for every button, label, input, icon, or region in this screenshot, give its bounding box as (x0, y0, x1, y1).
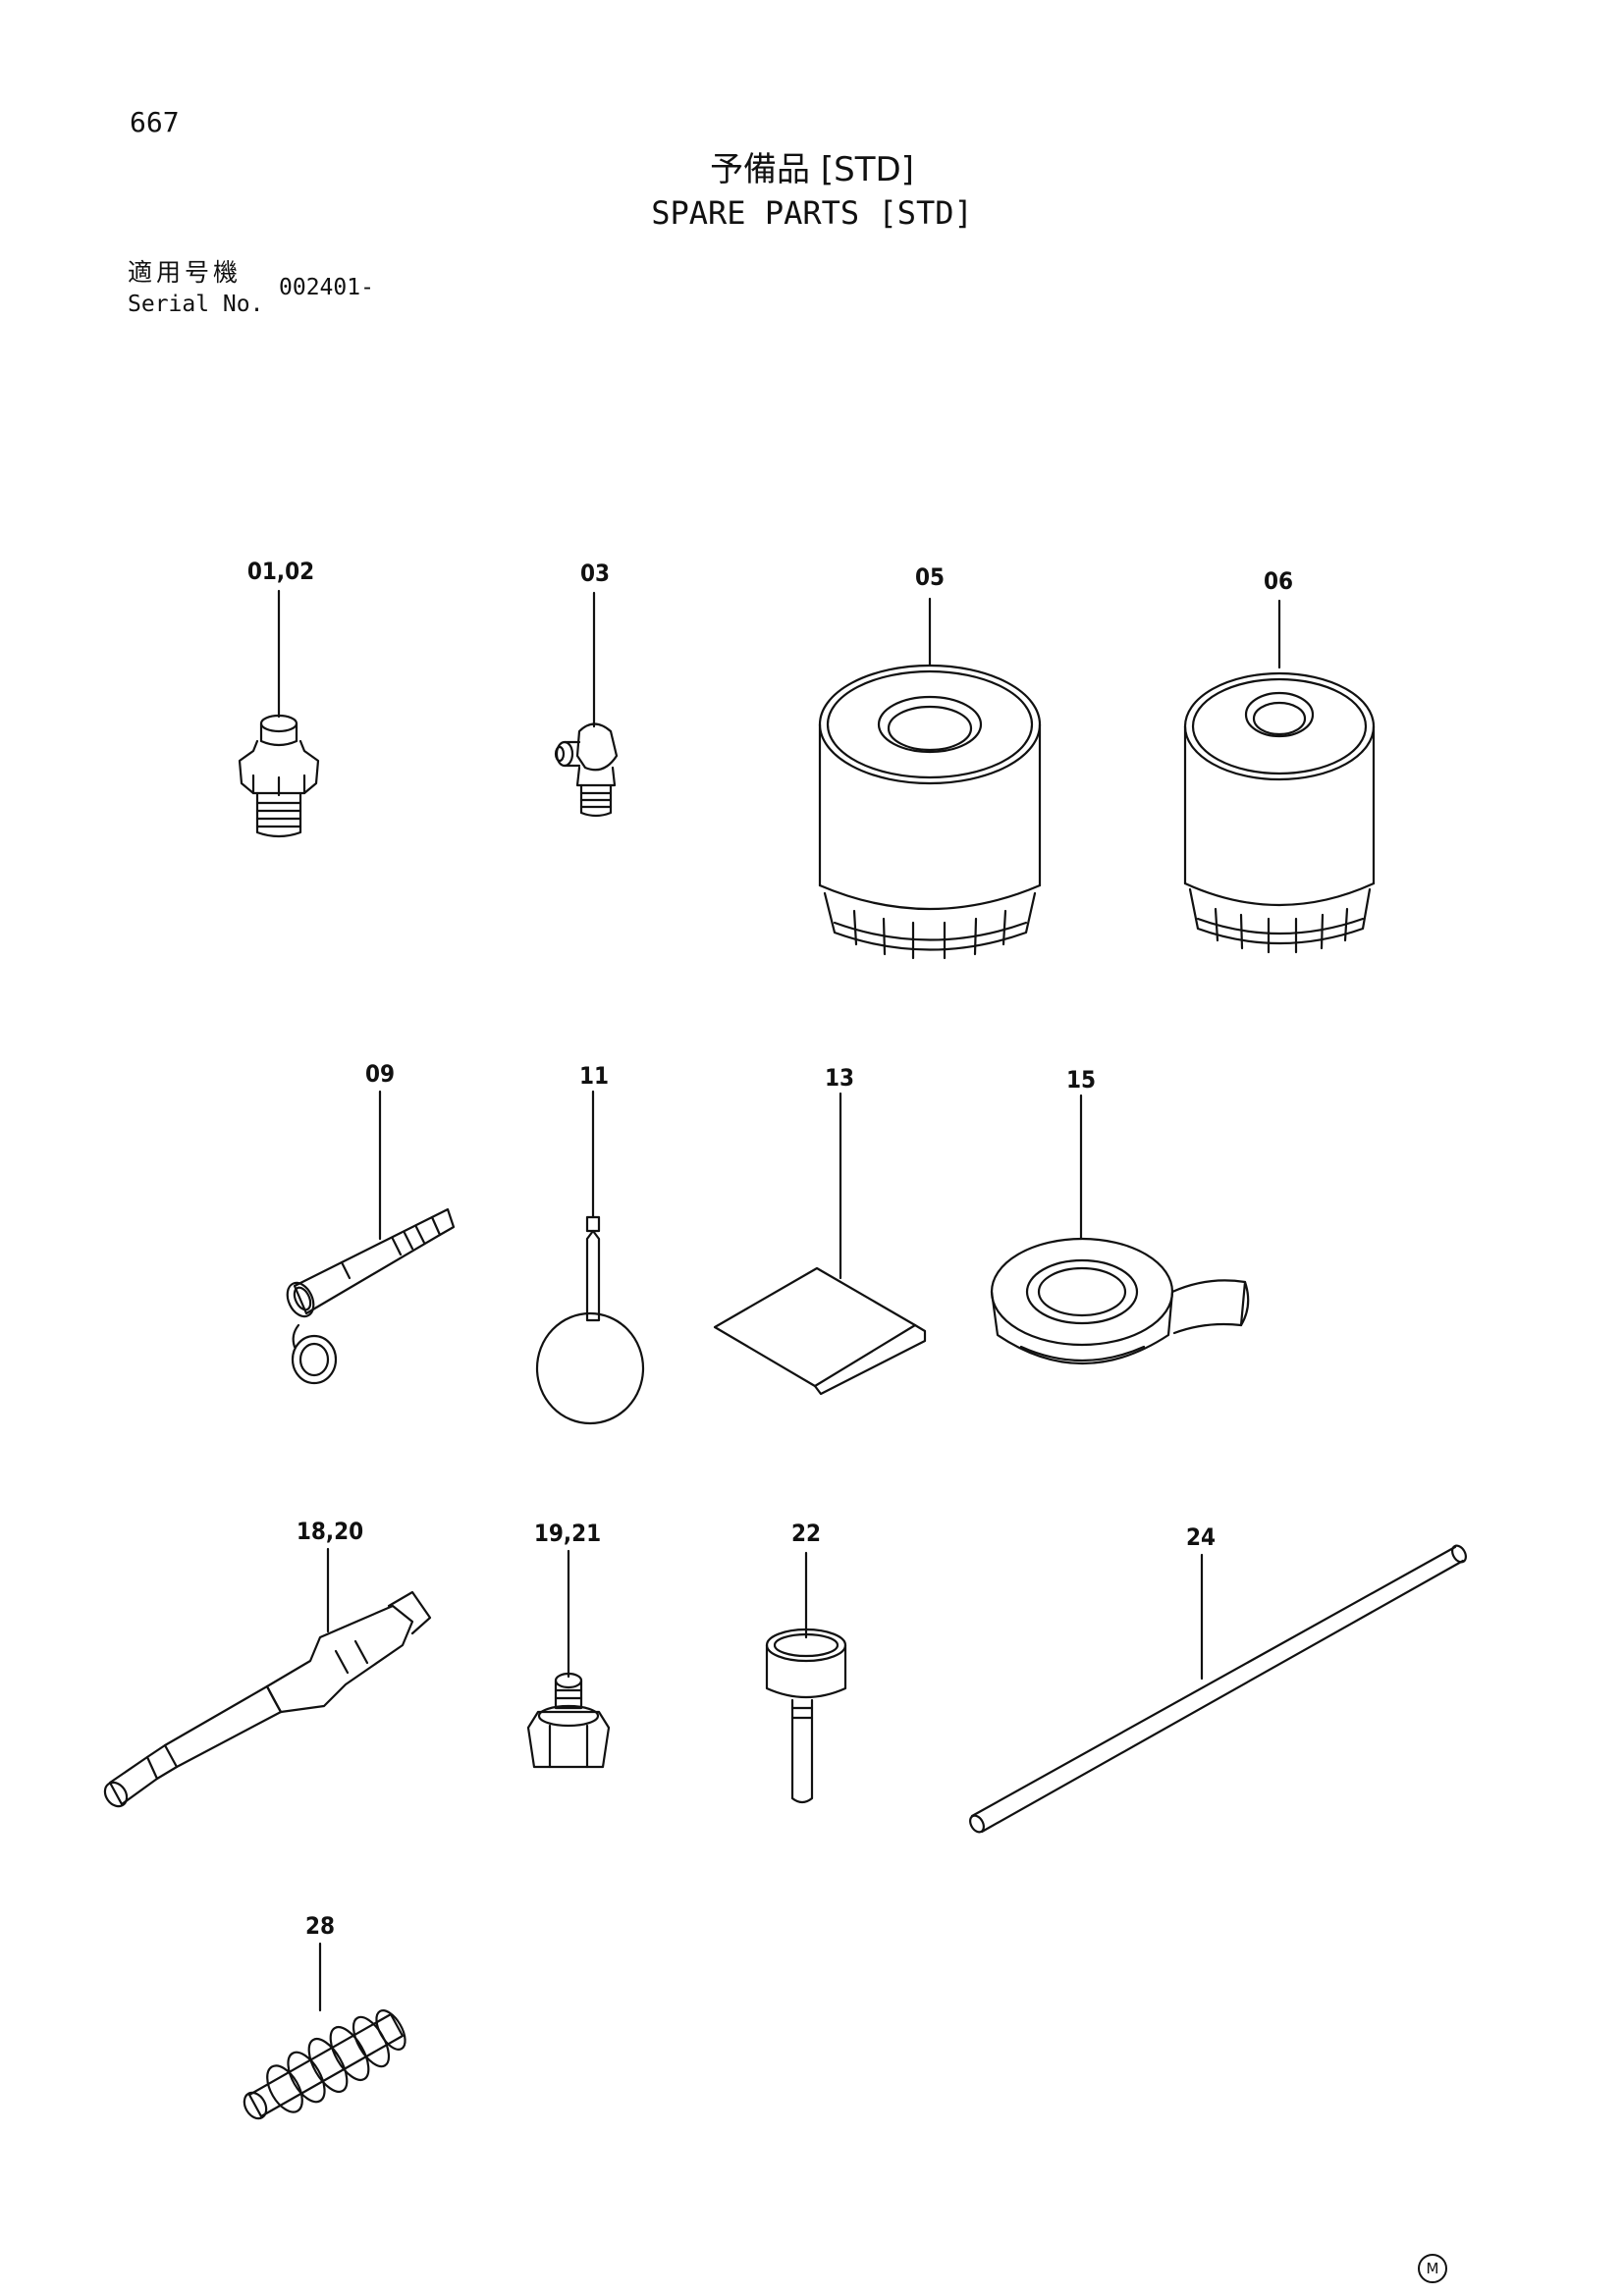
part-22-cap-stem (767, 1553, 845, 1802)
serial-label-english: Serial No. (128, 292, 264, 317)
part-13-plate (715, 1094, 925, 1394)
callout-19-21: 19,21 (533, 1520, 602, 1547)
callout-28: 28 (304, 1912, 336, 1940)
callout-01-02: 01,02 (246, 558, 315, 585)
callout-13: 13 (824, 1064, 855, 1092)
part-05-filter (820, 599, 1040, 958)
part-11-ring-tag (537, 1092, 643, 1423)
callout-24: 24 (1185, 1523, 1217, 1551)
part-03-angled-grease-nipple (556, 593, 617, 816)
page-number: 667 (130, 106, 180, 138)
part-18-20-hose (100, 1549, 430, 1810)
part-24-rod (967, 1543, 1468, 1835)
page-title-japanese: 予備品 [STD] (710, 150, 914, 189)
part-15-tape-roll (992, 1095, 1248, 1363)
part-19-21-nut (528, 1551, 609, 1767)
callout-22: 22 (790, 1520, 822, 1547)
part-09-nozzle (283, 1092, 454, 1383)
page-title-english: SPARE PARTS [STD] (651, 194, 973, 232)
callout-05: 05 (914, 563, 946, 591)
part-01-02-grease-nipple (240, 591, 318, 836)
callout-15: 15 (1065, 1066, 1097, 1094)
mark-symbol: M (1418, 2254, 1447, 2283)
callout-06: 06 (1263, 567, 1294, 595)
callout-03: 03 (579, 560, 611, 587)
serial-label-japanese: 適用号機 (128, 258, 243, 287)
serial-number-value: 002401- (279, 275, 374, 300)
callout-11: 11 (578, 1062, 610, 1090)
part-28-spring-boot (240, 1944, 410, 2122)
callout-09: 09 (364, 1060, 396, 1088)
part-06-filter (1185, 601, 1374, 952)
callout-18-20: 18,20 (296, 1518, 364, 1545)
